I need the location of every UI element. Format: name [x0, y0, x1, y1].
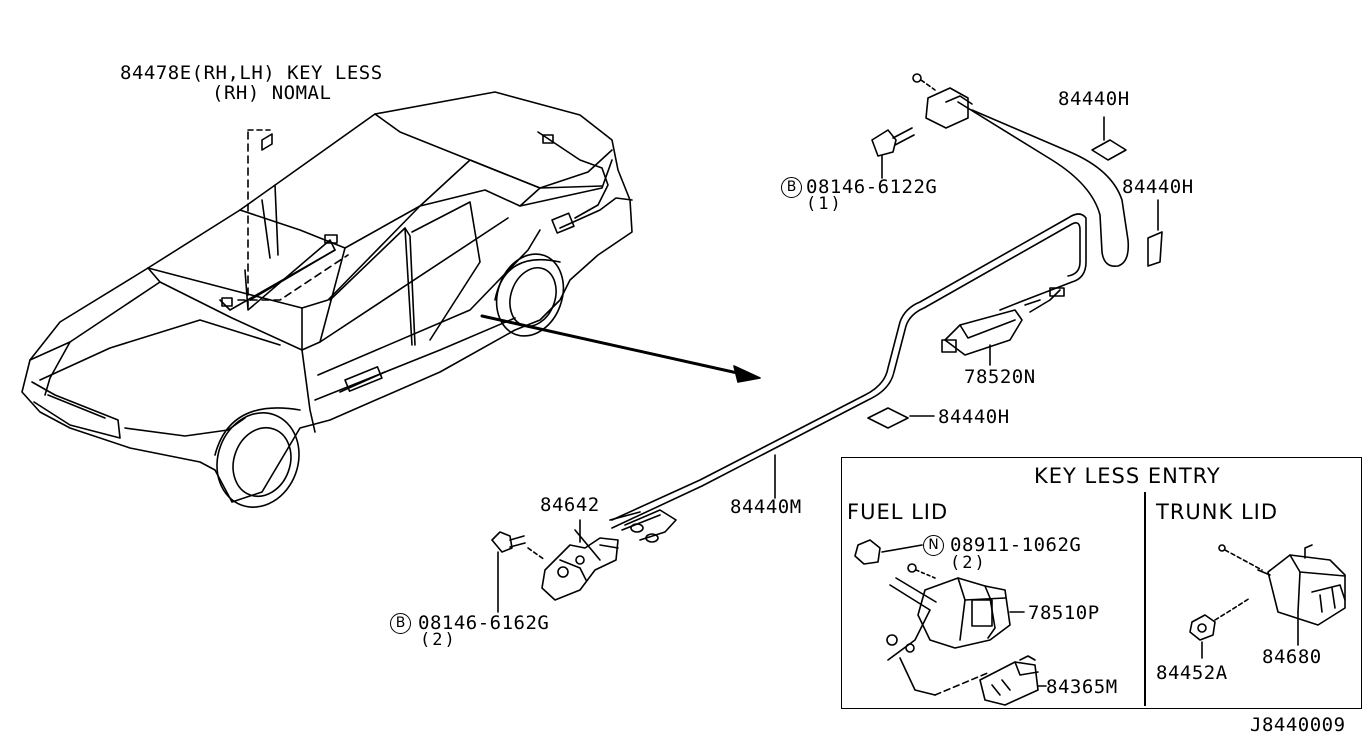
trunk-grommet-part-number: 84452A	[1156, 662, 1228, 684]
nut-part-number: 08911-1062G	[950, 534, 1082, 556]
fuel-lid-cable-assembly	[491, 73, 1163, 613]
bolt-low-part-number: 08146-6162G	[418, 612, 550, 634]
fuel-actuator-part-number: 78510P	[1028, 602, 1100, 624]
trunk-lid-heading: TRUNK LID	[1156, 500, 1279, 524]
inset-title: KEY LESS ENTRY	[1034, 464, 1221, 488]
keyless-entry-inset	[841, 457, 1362, 709]
cable-part-number: 84440M	[730, 496, 802, 518]
diagram-code: J8440009	[1250, 714, 1346, 736]
pad-top-part-number: 84440H	[1058, 88, 1130, 110]
sensor-keyless-label: 84478E(RH,LH) KEY LESS	[120, 62, 383, 84]
fuel-lid-heading: FUEL LID	[847, 500, 949, 524]
opener-part-number: 84642	[540, 494, 600, 516]
bolt-low-quantity: (2)	[420, 630, 457, 650]
nut-n-marker: N	[923, 535, 944, 556]
fuel-switch-part-number: 84365M	[1046, 676, 1118, 698]
bolt-top-part-number: 08146-6122G	[806, 176, 938, 198]
actuator-part-number: 78520N	[964, 366, 1036, 388]
pad-low-part-number: 84440H	[938, 406, 1010, 428]
bolt-low-b-marker: B	[390, 613, 411, 634]
direction-arrow	[480, 314, 761, 383]
pad-mid-part-number: 84440H	[1122, 176, 1194, 198]
trunk-actuator-part-number: 84680	[1262, 646, 1322, 668]
bolt-top-b-marker: B	[781, 177, 802, 198]
bolt-top-quantity: (1)	[806, 194, 843, 214]
keyless-entry-inset-parts	[854, 539, 1346, 706]
sensor-normal-label: (RH) NOMAL	[212, 82, 332, 104]
inset-divider	[1144, 492, 1146, 706]
vehicle-illustration	[21, 91, 633, 508]
nut-quantity: (2)	[950, 553, 987, 573]
